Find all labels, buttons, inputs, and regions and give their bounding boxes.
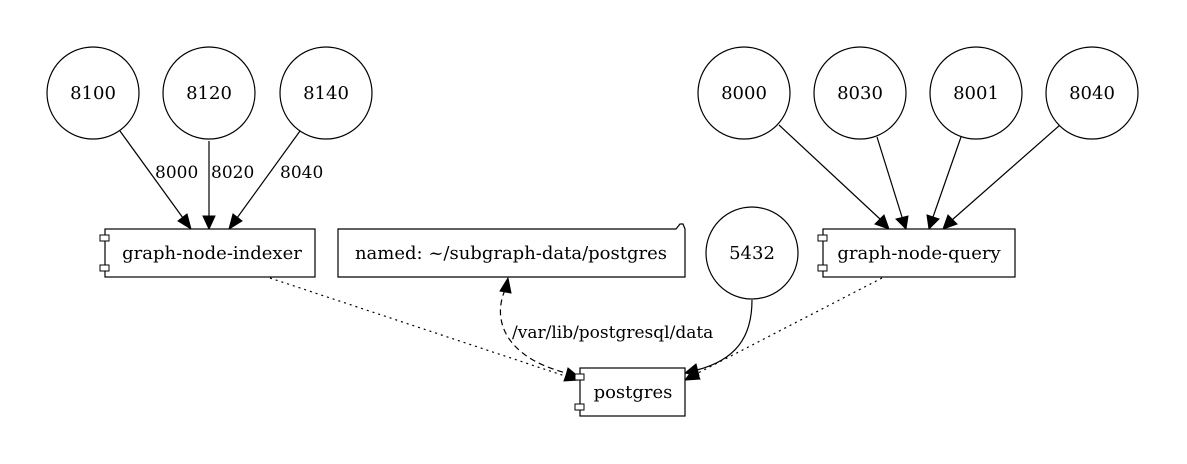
port-label: 8000 (721, 83, 767, 104)
edge-8040-query (951, 124, 1061, 221)
edge-label-8120: 8020 (211, 163, 254, 183)
component-port-icon (817, 264, 828, 272)
port-label: 5432 (729, 243, 775, 264)
folder-icon (337, 223, 686, 278)
arrowhead (177, 213, 192, 231)
edge-query-postgres (697, 277, 883, 374)
edges (119, 124, 1061, 382)
port-node-8001[interactable]: 8001 (929, 46, 1023, 140)
service-graph-node-indexer[interactable]: graph-node-indexer (99, 228, 316, 278)
arrowhead (683, 363, 700, 377)
arrowhead (942, 214, 958, 230)
edge-8000-query (778, 124, 881, 220)
component-port-icon (574, 373, 585, 381)
component-port-icon (817, 234, 828, 242)
service-label: graph-node-indexer (122, 243, 302, 264)
edge-label-volume-mount: /var/lib/postgresql/data (512, 323, 713, 343)
port-label: 8040 (1069, 83, 1115, 104)
port-label: 8140 (303, 83, 349, 104)
arrowhead (499, 276, 512, 294)
port-node-8040[interactable]: 8040 (1045, 46, 1139, 140)
port-node-8100[interactable]: 8100 (46, 46, 140, 140)
port-label: 8120 (186, 83, 232, 104)
component-port-icon (99, 264, 110, 272)
arrowhead (202, 215, 216, 231)
edge-8030-query (876, 136, 903, 218)
edge-8140-indexer (236, 130, 301, 219)
port-node-8030[interactable]: 8030 (813, 46, 907, 140)
volume-label: named: ~/subgraph-data/postgres (355, 243, 667, 264)
edge-label-8140: 8040 (280, 163, 323, 183)
component-port-icon (99, 234, 110, 242)
edge-8001-query (932, 136, 962, 218)
arrowhead (895, 215, 909, 231)
service-postgres[interactable]: postgres (574, 367, 686, 417)
edge-label-8100: 8000 (155, 163, 198, 183)
volume-folder[interactable]: named: ~/subgraph-data/postgres (337, 223, 686, 278)
edge-5432-postgres (696, 299, 753, 371)
arrowhead (926, 214, 940, 231)
port-node-5432[interactable]: 5432 (705, 206, 799, 300)
arrowhead (228, 213, 243, 231)
edge-8100-indexer (119, 130, 184, 219)
service-graph-node-query[interactable]: graph-node-query (817, 228, 1016, 278)
component-port-icon (574, 403, 585, 411)
service-label: postgres (594, 382, 673, 403)
edge-indexer-postgres (269, 277, 566, 377)
service-label: graph-node-query (837, 243, 1001, 264)
arrowhead (874, 214, 890, 230)
port-node-8140[interactable]: 8140 (279, 46, 373, 140)
edge-labels: 8000 8020 8040 /var/lib/postgresql/data (155, 163, 713, 343)
port-node-8120[interactable]: 8120 (162, 46, 256, 140)
port-node-8000[interactable]: 8000 (697, 46, 791, 140)
port-label: 8030 (837, 83, 883, 104)
port-label: 8100 (70, 83, 116, 104)
port-label: 8001 (953, 83, 999, 104)
edge-volume-postgres (499, 289, 567, 374)
